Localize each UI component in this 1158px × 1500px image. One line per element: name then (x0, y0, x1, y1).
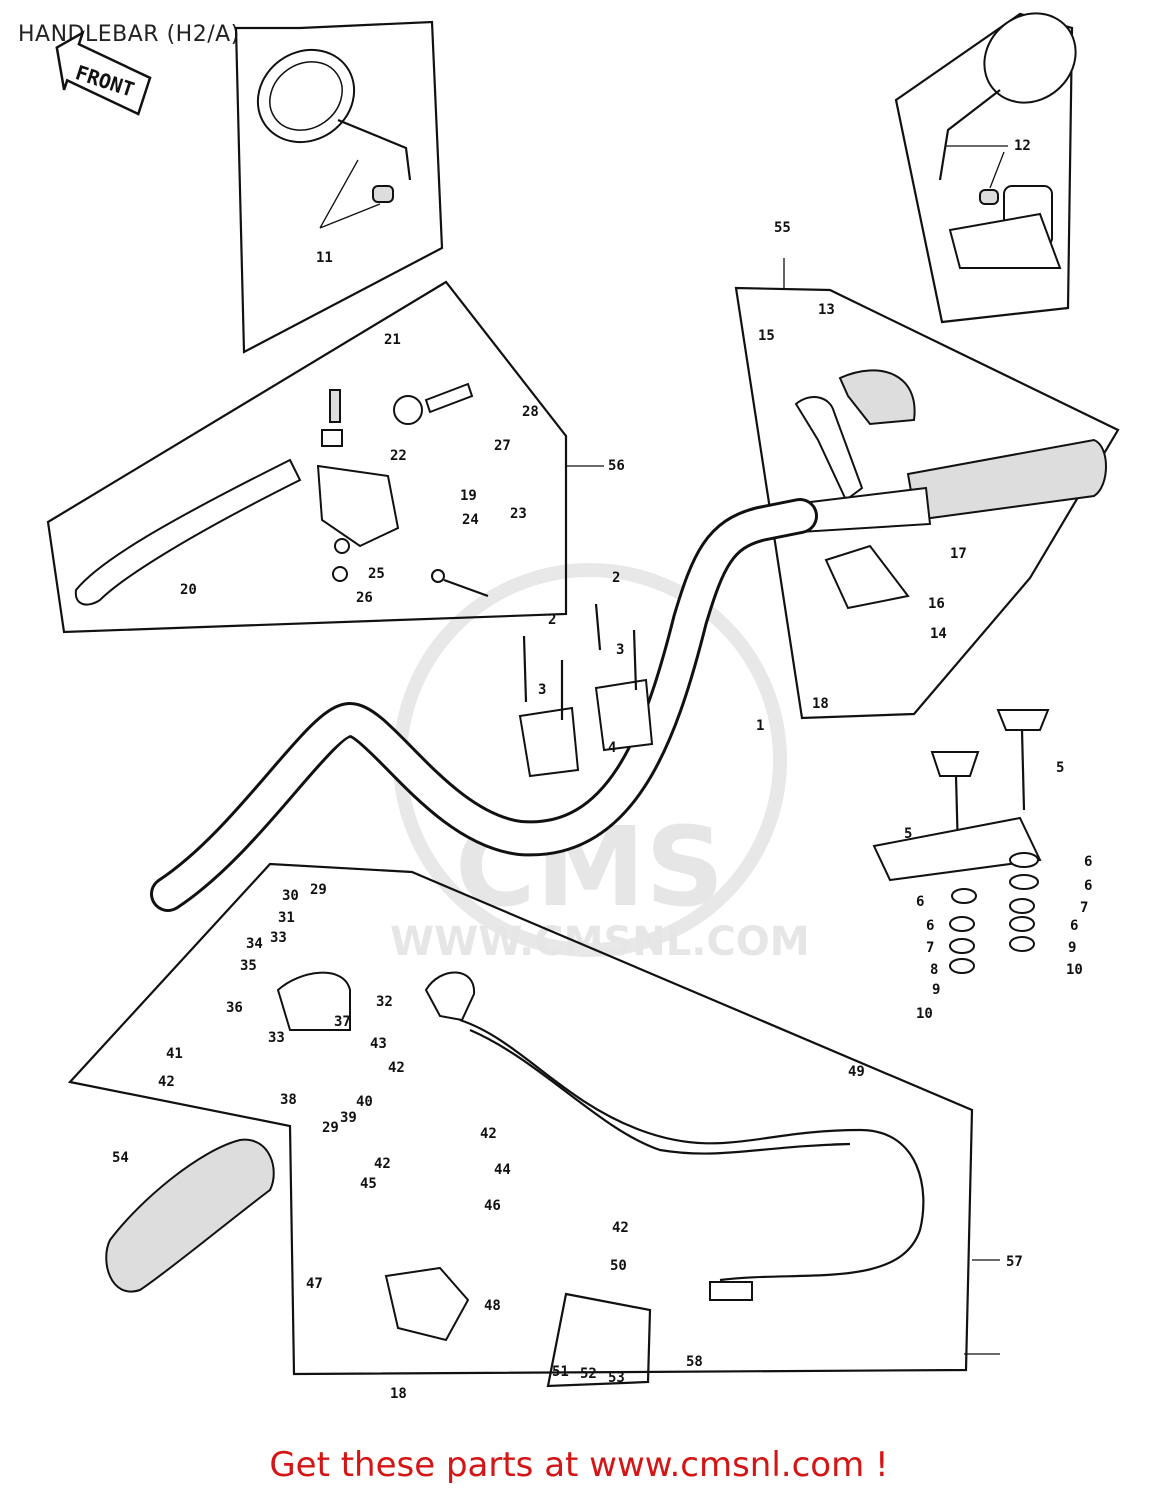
switch-assembly-group (67, 862, 1000, 1388)
callout-4: 4 (608, 740, 616, 756)
callout-21: 21 (384, 332, 401, 348)
callout-35: 35 (240, 958, 257, 974)
callout-labels: 1 2 2 3 3 4 5 5 6 6 6 6 6 7 7 8 9 9 10 1… (112, 138, 1092, 1402)
steering-stem-parts (872, 709, 1050, 974)
callout-42: 42 (480, 1126, 497, 1142)
callout-42: 42 (158, 1074, 175, 1090)
callout-36: 36 (226, 1000, 243, 1016)
callout-27: 27 (494, 438, 511, 454)
callout-57: 57 (1006, 1254, 1023, 1270)
callout-14: 14 (930, 626, 947, 642)
callout-5: 5 (1056, 760, 1064, 776)
callout-46: 46 (484, 1198, 501, 1214)
callout-9: 9 (932, 982, 940, 998)
right-mirror-group (894, 12, 1077, 324)
callout-18: 18 (812, 696, 829, 712)
callout-8: 8 (930, 962, 938, 978)
callout-6: 6 (916, 894, 924, 910)
callout-29: 29 (322, 1120, 339, 1136)
page-title: HANDLEBAR (H2/A) (18, 22, 240, 47)
callout-23: 23 (510, 506, 527, 522)
callout-51: 51 (552, 1364, 569, 1380)
callout-43: 43 (370, 1036, 387, 1052)
callout-38: 38 (280, 1092, 297, 1108)
callout-11: 11 (316, 250, 333, 266)
callout-45: 45 (360, 1176, 377, 1192)
callout-24: 24 (462, 512, 479, 528)
callout-25: 25 (368, 566, 385, 582)
callout-53: 53 (608, 1370, 625, 1386)
callout-52: 52 (580, 1366, 597, 1382)
callout-19: 19 (460, 488, 477, 504)
callout-50: 50 (610, 1258, 627, 1274)
callout-41: 41 (166, 1046, 183, 1062)
callout-56: 56 (608, 458, 625, 474)
callout-42: 42 (388, 1060, 405, 1076)
callout-58: 58 (686, 1354, 703, 1370)
handlebar-clamps (518, 603, 654, 778)
callout-7: 7 (926, 940, 934, 956)
front-arrow: FRONT (55, 30, 152, 116)
handlebar-tube (150, 498, 818, 912)
callout-32: 32 (376, 994, 393, 1010)
promo-footer-link[interactable]: Get these parts at www.cmsnl.com ! (269, 1445, 889, 1485)
callout-18: 18 (390, 1386, 407, 1402)
callout-15: 15 (758, 328, 775, 344)
callout-34: 34 (246, 936, 263, 952)
callout-12: 12 (1014, 138, 1031, 154)
callout-7: 7 (1080, 900, 1088, 916)
callout-47: 47 (306, 1276, 323, 1292)
callout-5: 5 (904, 826, 912, 842)
callout-55: 55 (774, 220, 791, 236)
callout-54: 54 (112, 1150, 129, 1166)
callout-33: 33 (268, 1030, 285, 1046)
callout-40: 40 (356, 1094, 373, 1110)
callout-37: 37 (334, 1014, 351, 1030)
callout-29: 29 (310, 882, 327, 898)
callout-17: 17 (950, 546, 967, 562)
callout-49: 49 (848, 1064, 865, 1080)
callout-10: 10 (916, 1006, 933, 1022)
callout-44: 44 (494, 1162, 511, 1178)
callout-28: 28 (522, 404, 539, 420)
callout-3: 3 (616, 642, 624, 658)
throttle-grip-group (734, 258, 1120, 720)
callout-6: 6 (1084, 878, 1092, 894)
callout-42: 42 (374, 1156, 391, 1172)
callout-30: 30 (282, 888, 299, 904)
callout-6: 6 (1070, 918, 1078, 934)
callout-3: 3 (538, 682, 546, 698)
exploded-parts-diagram: CMS WWW.CMSNL.COM FRONT (46, 12, 1120, 1402)
callout-20: 20 (180, 582, 197, 598)
watermark-url: WWW.CMSNL.COM (390, 919, 810, 965)
callout-22: 22 (390, 448, 407, 464)
callout-6: 6 (926, 918, 934, 934)
callout-48: 48 (484, 1298, 501, 1314)
callout-2: 2 (548, 612, 556, 628)
callout-13: 13 (818, 302, 835, 318)
left-mirror-group (234, 20, 444, 354)
callout-42: 42 (612, 1220, 629, 1236)
callout-16: 16 (928, 596, 945, 612)
callout-26: 26 (356, 590, 373, 606)
callout-39: 39 (340, 1110, 357, 1126)
cms-watermark: CMS WWW.CMSNL.COM (390, 563, 810, 965)
callout-31: 31 (278, 910, 295, 926)
callout-9: 9 (1068, 940, 1076, 956)
callout-6: 6 (1084, 854, 1092, 870)
lever-assembly-group (46, 280, 604, 634)
callout-33: 33 (270, 930, 287, 946)
callout-1: 1 (756, 718, 764, 734)
callout-10: 10 (1066, 962, 1083, 978)
callout-2: 2 (612, 570, 620, 586)
